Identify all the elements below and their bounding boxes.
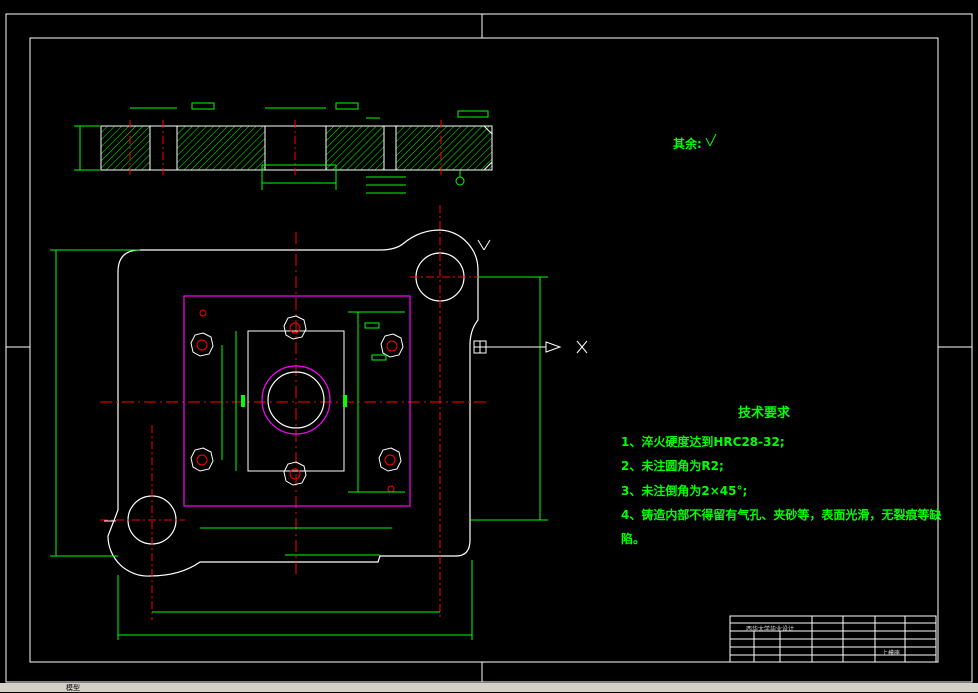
title-block: [729, 615, 937, 663]
die-plate: [183, 295, 411, 507]
tech-requirement-1: 1、淬火硬度达到HRC28-32;: [621, 435, 785, 449]
frame-ticks: [6, 14, 972, 682]
layout-tab-bar: 模型: [0, 683, 978, 692]
plan-view: [50, 205, 588, 640]
tech-requirement-4: 4、铸造内部不得留有气孔、夹砂等，表面光滑，无裂痕等缺: [621, 508, 942, 522]
tech-requirements-title: 技术要求: [738, 406, 791, 421]
outer-frame: [5, 13, 973, 683]
surface-note: 其余:: [673, 137, 702, 151]
section-view: [74, 102, 493, 194]
title-block-part-name: 上模座: [882, 650, 901, 657]
part-outline: [107, 229, 479, 577]
tech-requirement-3: 3、未注倒角为2×45°;: [621, 484, 748, 498]
title-block-school: 西华大学毕业设计: [746, 626, 795, 633]
tab-model[interactable]: 模型: [66, 684, 80, 692]
roughness-symbol: [705, 133, 717, 147]
tech-requirement-4-cont: 陷。: [621, 532, 646, 546]
tech-requirement-2: 2、未注圆角为R2;: [621, 459, 724, 473]
inner-frame: [29, 37, 939, 663]
